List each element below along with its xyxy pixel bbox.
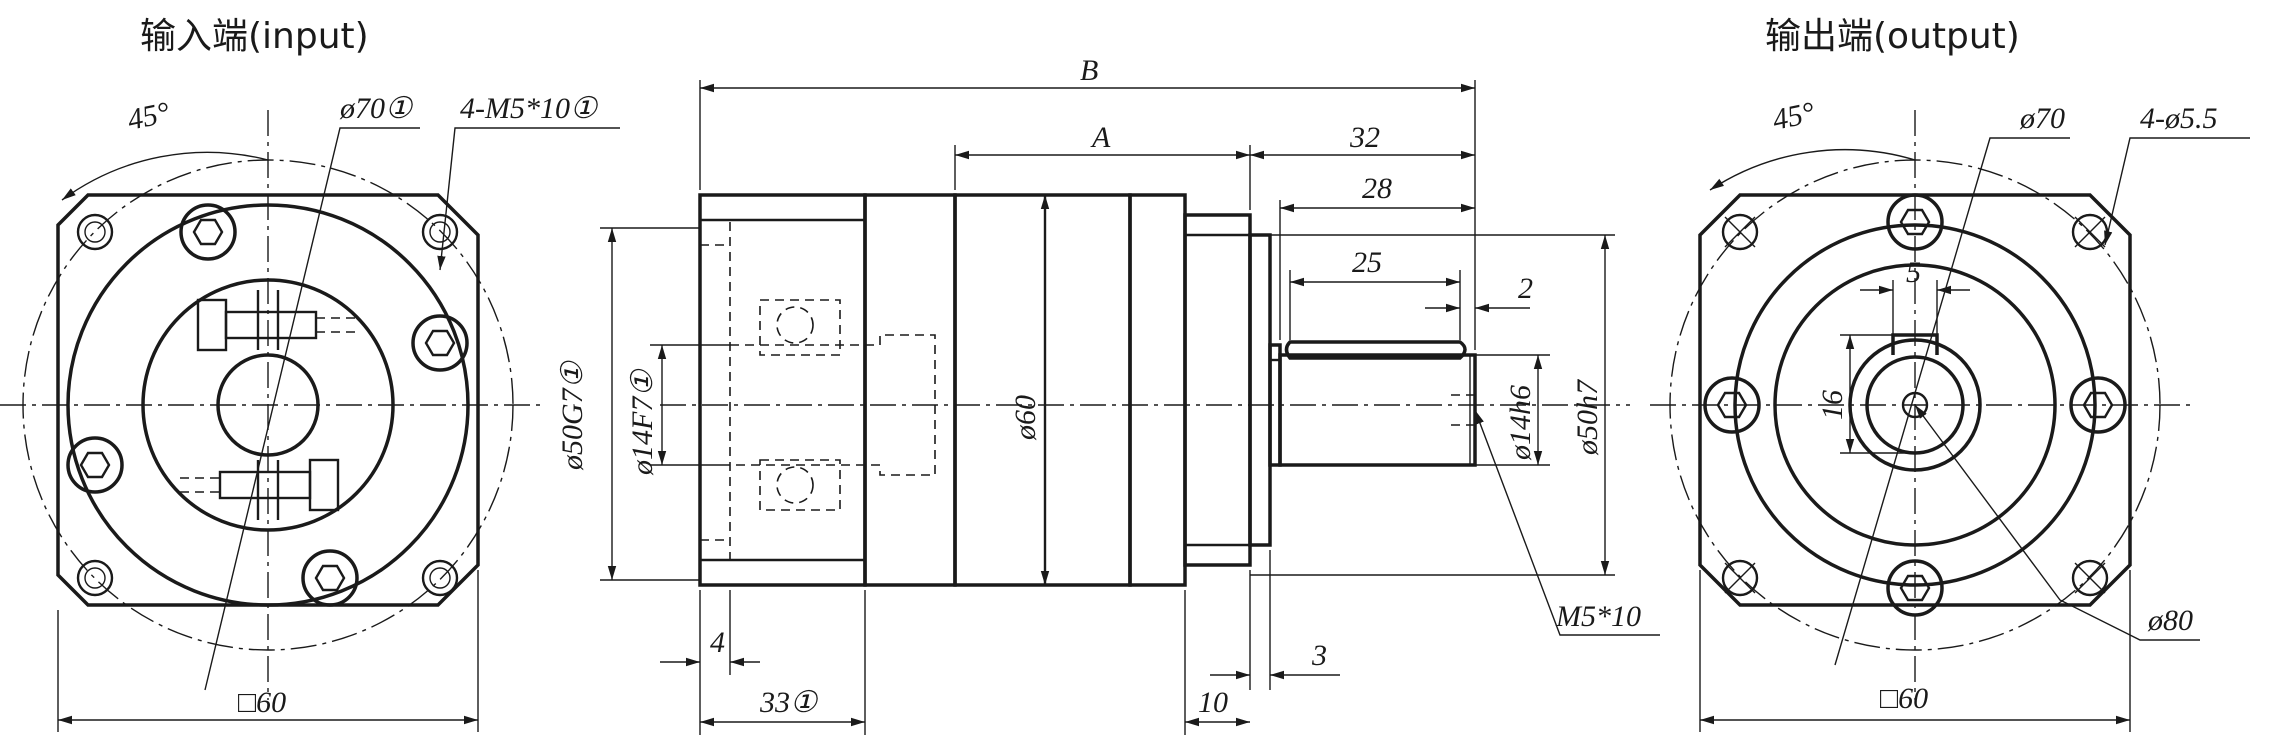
side-hidden-screw [776,306,814,344]
input-view: 输入端(input) [0,16,620,732]
dim-pilot-50h7-label: ø50h7 [1571,378,1604,456]
output-holes-leader [2104,137,2250,246]
input-socket-screw [411,314,469,372]
output-corner-hole [1721,559,1759,597]
output-angle-arc [1709,149,1916,191]
side-output-flange [1183,213,1252,567]
dim-33-label: 33① [759,686,819,719]
input-angle-label: 45° [125,96,173,137]
output-view-title: 输出端(output) [1765,16,2020,57]
dim-A-label: A [1090,121,1111,154]
output-pcd-leader [1834,137,2070,666]
input-clamp-screw-bottom [180,458,340,512]
output-corner-hole [2071,213,2109,251]
dim-3-label: 3 [1311,639,1327,672]
tap-leader [1474,409,1660,636]
dim-2-label: 2 [1518,272,1533,305]
side-hidden-screw [759,299,841,356]
output-corner-hole [1721,213,1759,251]
dim-B-label: B [1080,54,1098,87]
tap-label: M5*10 [1555,600,1641,633]
side-housing-2 [953,193,1132,587]
dim-28-label: 28 [1362,172,1392,205]
output-key-width-label: 5 [1906,256,1921,289]
input-square-label: □60 [238,686,286,719]
input-holes-label: 4-M5*10① [460,92,599,125]
output-flange-square [1698,193,2132,607]
output-outer-label: ø80 [2147,604,2193,637]
input-clamp-screw-top [196,298,355,352]
side-hidden-screw [776,466,814,504]
input-corner-hole [76,559,114,597]
input-holes-leader [437,127,620,271]
input-pcd-leader [204,127,420,691]
output-outer-leader [1914,404,2200,641]
side-view: B A 32 28 25 2 ø50G7① ø14F7① ø [556,54,1660,735]
input-corner-hole [76,213,114,251]
input-angle-arc [61,151,269,201]
output-socket-screw [1886,193,1944,251]
side-hidden-screw [759,459,841,511]
output-holes-label: 4-ø5.5 [2140,102,2218,135]
dim-bore-14f7-label: ø14F7① [626,368,659,476]
input-socket-screw [66,436,124,494]
output-angle-label: 45° [1770,96,1818,137]
output-square-label: □60 [1880,682,1928,715]
dim-10-label: 10 [1198,686,1228,719]
output-socket-screw [1703,376,1761,434]
output-corner-hole [2071,559,2109,597]
output-socket-screw [2069,376,2127,434]
input-corner-hole [421,559,459,597]
side-adapter-block [698,193,867,587]
input-corner-hole [421,213,459,251]
dim-32-label: 32 [1349,121,1380,154]
output-key-height-label: 16 [1816,390,1849,420]
dim-60-label: ø60 [1009,395,1042,441]
output-socket-screw [1886,559,1944,617]
input-socket-screw [179,203,237,261]
input-socket-screw [301,549,359,607]
output-view: 输出端(output) 45° ø70 4-ø5.5 [1650,16,2250,732]
dim-25-label: 25 [1352,246,1382,279]
dim-bore-50g7-label: ø50G7① [556,359,589,471]
side-housing-3 [1128,193,1187,587]
dim-shaft-14h6-label: ø14h6 [1504,385,1537,461]
dim-4-label: 4 [710,626,725,659]
input-pcd-label: ø70① [339,92,414,125]
input-flange-square [56,193,480,607]
side-housing-1 [863,193,957,587]
input-view-title: 输入端(input) [140,16,369,57]
side-pilot [1248,233,1272,547]
output-pcd-label: ø70 [2019,102,2065,135]
side-output-shaft [1278,353,1477,467]
